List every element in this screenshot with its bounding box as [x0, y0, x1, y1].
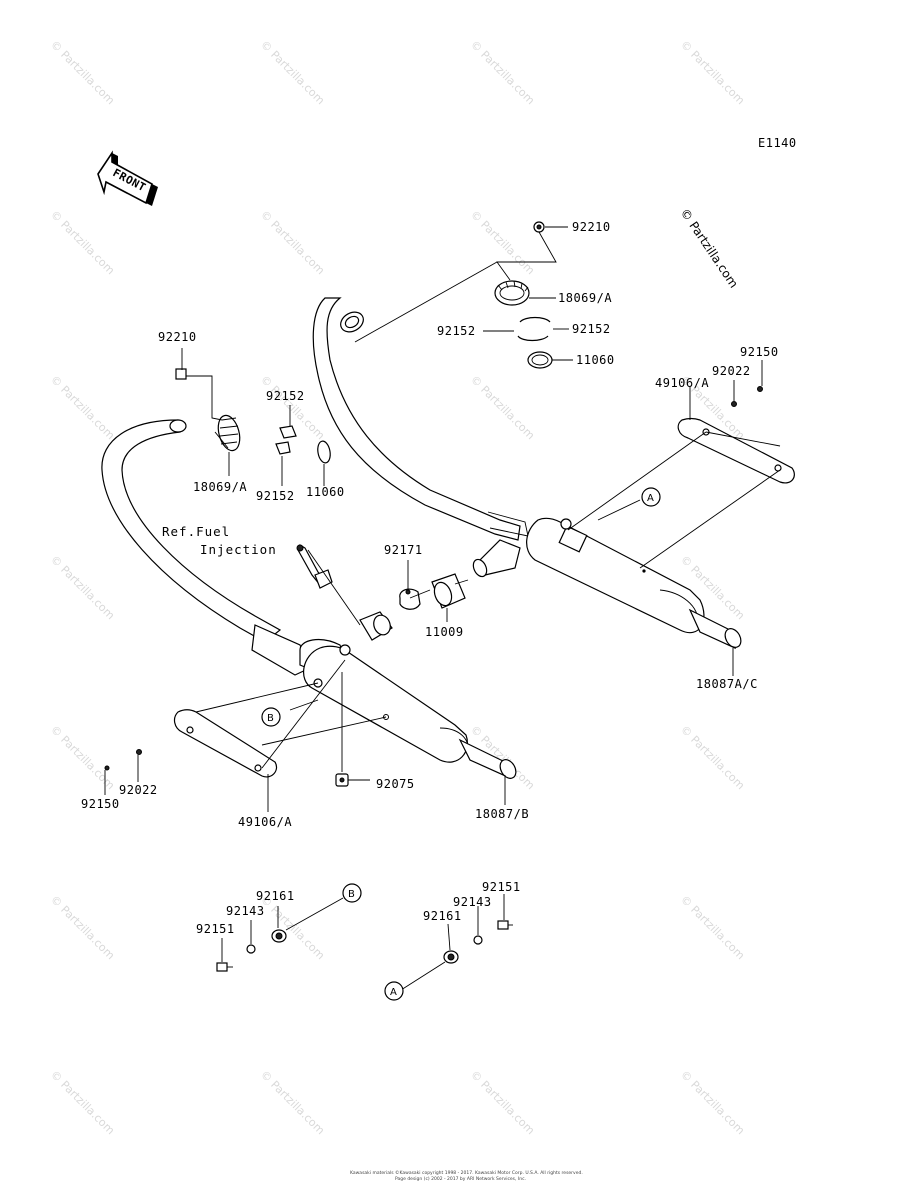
part-label: 92161	[256, 889, 295, 903]
part-label: 92152	[572, 322, 611, 336]
footer-copyright: Kawasaki materials ©Kawasaki copyright 1…	[350, 1169, 583, 1176]
ref-fuel-label: Ref.Fuel	[162, 524, 230, 539]
part-label: 92075	[376, 777, 415, 791]
upper-header-pipe	[312, 297, 529, 578]
watermark: © Partzilla.com	[468, 373, 537, 442]
callout-a-bottom: A	[384, 981, 404, 1001]
part-label: 92161	[423, 909, 462, 923]
part-label: 92152	[437, 324, 476, 338]
watermark: © Partzilla.com	[678, 1068, 747, 1137]
part-label: 92143	[226, 904, 265, 918]
watermark: © Partzilla.com	[678, 38, 747, 107]
callout-b-bottom: B	[342, 883, 362, 903]
left-gasket-set	[175, 368, 331, 464]
watermark: © Partzilla.com	[258, 893, 327, 962]
watermark: © Partzilla.com	[48, 38, 117, 107]
part-label: 92150	[81, 797, 120, 811]
watermark: © Partzilla.com	[48, 1068, 117, 1137]
part-label: 49106/A	[655, 376, 709, 390]
watermark: © Partzilla.com	[468, 38, 537, 107]
watermark: © Partzilla.com	[48, 723, 117, 792]
part-label: 92171	[384, 543, 423, 557]
part-label: 18069/A	[558, 291, 612, 305]
part-labels: 92210 18069/A 92152 92152 11060 92150 92…	[81, 220, 779, 936]
o2-sensor	[296, 544, 333, 589]
callout-b-label: B	[267, 713, 274, 724]
part-label: 92210	[572, 220, 611, 234]
watermark: © Partzilla.com	[48, 208, 117, 277]
callout-b-label: B	[348, 889, 355, 900]
part-label: 11009	[425, 625, 464, 639]
watermark: © Partzilla.com	[468, 1068, 537, 1137]
callout-a-label: A	[647, 493, 654, 504]
part-label: 92022	[119, 783, 158, 797]
watermark: © Partzilla.com	[258, 38, 327, 107]
watermark: © Partzilla.com	[48, 553, 117, 622]
lower-muffler	[303, 644, 517, 780]
part-label: 18069/A	[193, 480, 247, 494]
part-label: 92022	[712, 364, 751, 378]
watermark: © Partzilla.com	[258, 208, 327, 277]
part-label: 92150	[740, 345, 779, 359]
watermark: © Partzilla.com	[468, 208, 537, 277]
diagram-code: E1140	[758, 136, 797, 150]
part-label: 92152	[266, 389, 305, 403]
watermark: © Partzilla.com	[678, 893, 747, 962]
footer-page-design: Page design (c) 2002 - 2017 by ARI Netwo…	[395, 1176, 526, 1182]
part-label: 11060	[576, 353, 615, 367]
heat-shield-left	[173, 709, 278, 778]
part-label: 11060	[306, 485, 345, 499]
part-label: 92151	[482, 880, 521, 894]
side-watermark: © Partzilla.com	[678, 206, 741, 291]
part-label: 49106/A	[238, 815, 292, 829]
part-label: 18087A/C	[696, 677, 758, 691]
watermark: © Partzilla.com	[258, 1068, 327, 1137]
upper-muffler	[526, 517, 742, 650]
watermark: © Partzilla.com	[678, 723, 747, 792]
ref-injection-label: Injection	[200, 542, 277, 557]
front-arrow-icon: FRONT	[97, 150, 158, 206]
part-label: 92210	[158, 330, 197, 344]
callout-a-top: A	[641, 487, 661, 507]
callout-a-label: A	[390, 987, 397, 998]
center-connector	[359, 573, 466, 641]
watermark: © Partzilla.com	[48, 893, 117, 962]
part-label: 92143	[453, 895, 492, 909]
part-label: 92151	[196, 922, 235, 936]
fastener-icons	[104, 386, 763, 972]
part-label: 18087/B	[475, 807, 529, 821]
callout-b-mid: B	[261, 707, 281, 727]
watermark: © Partzilla.com	[48, 373, 117, 442]
part-label: 92152	[256, 489, 295, 503]
upper-gasket-set	[494, 221, 553, 369]
leader-lines	[104, 226, 781, 991]
